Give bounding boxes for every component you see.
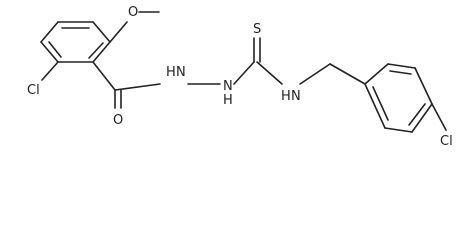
bond: [40, 41, 59, 63]
bond: [92, 21, 111, 43]
bond: [109, 21, 128, 43]
atom-label-o-carbonyl: O: [113, 113, 123, 128]
chemical-structure: O Cl O H N N H S H N Cl: [27, 5, 453, 149]
atom-label-n-hydrazide-2: N: [223, 79, 233, 94]
atom-label-s-thione: S: [253, 22, 261, 37]
bond: [364, 83, 386, 129]
bond: [431, 103, 447, 131]
right-ring: [364, 63, 433, 133]
atom-label-o-methoxy: O: [128, 5, 138, 20]
bond: [387, 63, 416, 69]
bond: [48, 41, 62, 58]
bond: [256, 61, 283, 85]
bond: [233, 61, 255, 85]
atom-label-h-hydrazide-1: H: [166, 65, 176, 80]
bond: [41, 61, 59, 81]
bond: [364, 63, 389, 85]
bond: [92, 41, 111, 63]
bond: [40, 21, 59, 43]
bond: [384, 127, 413, 133]
bond: [389, 70, 412, 75]
bond: [411, 103, 433, 133]
atom-label-h-hydrazide-2: H: [223, 93, 233, 108]
atom-label-h-amine: H: [281, 89, 291, 104]
atom-label-n-amine: N: [291, 89, 301, 104]
bond: [114, 83, 161, 91]
bond: [88, 42, 104, 59]
bond: [329, 63, 366, 85]
bond: [408, 103, 426, 126]
atom-label-n-hydrazide-1: N: [176, 65, 186, 80]
left-ring: [40, 21, 111, 63]
bond: [299, 63, 331, 85]
bond: [414, 67, 433, 105]
bond: [92, 61, 116, 91]
atom-label-cl-right: Cl: [440, 134, 453, 149]
atom-label-cl-left: Cl: [27, 83, 40, 98]
bond: [372, 86, 389, 121]
